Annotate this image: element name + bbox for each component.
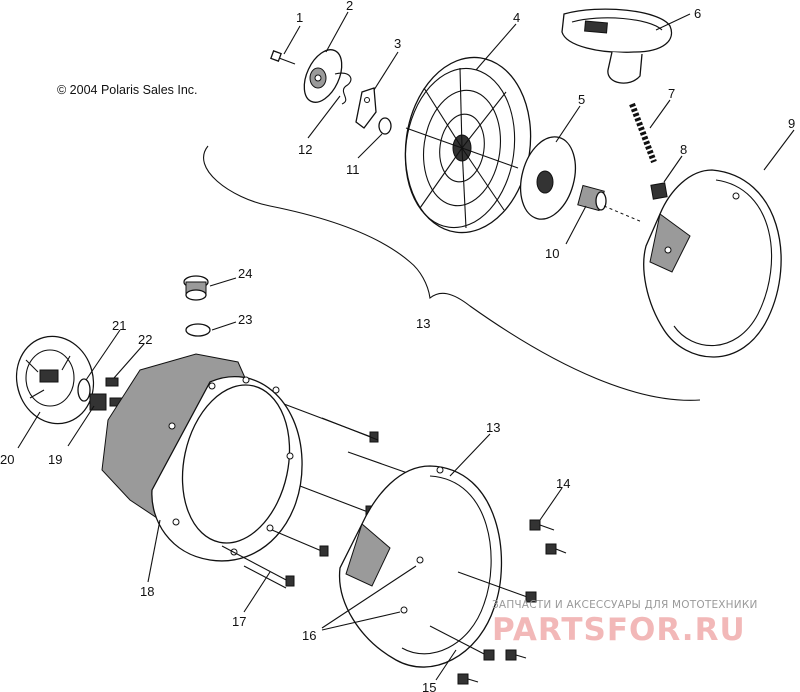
callout-20: 20 xyxy=(0,452,14,467)
callout-9: 9 xyxy=(788,116,795,131)
housing-part-18 xyxy=(101,353,303,562)
callout-6: 6 xyxy=(694,6,701,21)
starter-handle-part-6 xyxy=(561,8,673,84)
bolt-part-22 xyxy=(105,377,119,387)
callout-18: 18 xyxy=(140,584,154,599)
watermark: ЗАПЧАСТИ И АКСЕССУАРЫ ДЛЯ МОТОТЕХНИКИ PA… xyxy=(492,599,758,648)
copyright-text: © 2004 Polaris Sales Inc. xyxy=(57,83,198,97)
callout-13-assembly: 13 xyxy=(416,316,430,331)
callout-16: 16 xyxy=(302,628,316,643)
watermark-brand: PARTSFOR.RU xyxy=(492,612,746,648)
assembly-brace-13 xyxy=(203,145,701,401)
callout-1: 1 xyxy=(296,10,303,25)
callout-5: 5 xyxy=(578,92,585,107)
callout-23: 23 xyxy=(238,312,252,327)
rewind-pulley-part-4 xyxy=(404,56,532,234)
callout-24: 24 xyxy=(238,266,252,281)
callout-17: 17 xyxy=(232,614,246,629)
retainer-plate-part-2 xyxy=(303,49,343,103)
callout-2: 2 xyxy=(346,0,353,13)
callout-3: 3 xyxy=(394,36,401,51)
bushing-part-10 xyxy=(577,184,607,212)
callout-11: 11 xyxy=(346,162,360,177)
spring-cup-part-5 xyxy=(519,136,577,220)
bolts-part-15 xyxy=(429,571,537,685)
snap-ring-part-11 xyxy=(378,117,392,135)
callout-22: 22 xyxy=(138,332,152,347)
callout-7: 7 xyxy=(668,86,675,101)
spring-clip-part-12 xyxy=(334,72,352,105)
bolts-part-14 xyxy=(529,519,567,555)
pawl-part-3 xyxy=(355,87,377,129)
leader-lines xyxy=(17,11,795,681)
grommet-part-8 xyxy=(650,182,668,200)
callout-10: 10 xyxy=(545,246,559,261)
rope-part-7 xyxy=(629,102,657,164)
watermark-tagline: ЗАПЧАСТИ И АКСЕССУАРЫ ДЛЯ МОТОТЕХНИКИ xyxy=(492,599,758,611)
bolt-part-1 xyxy=(270,50,296,65)
cover-part-13 xyxy=(338,465,503,668)
callout-21: 21 xyxy=(112,318,126,333)
recoil-housing-part-9 xyxy=(643,169,782,358)
drive-cup-part-20 xyxy=(15,335,95,425)
callout-4: 4 xyxy=(513,10,520,25)
callout-15: 15 xyxy=(422,680,436,692)
nut-part-24 xyxy=(183,275,209,301)
callout-13-cover: 13 xyxy=(486,420,500,435)
callout-8: 8 xyxy=(680,142,687,157)
washer-part-21 xyxy=(77,378,91,402)
washer-part-23 xyxy=(185,323,211,337)
callout-12: 12 xyxy=(298,142,312,157)
callout-19: 19 xyxy=(48,452,62,467)
callout-14: 14 xyxy=(556,476,570,491)
